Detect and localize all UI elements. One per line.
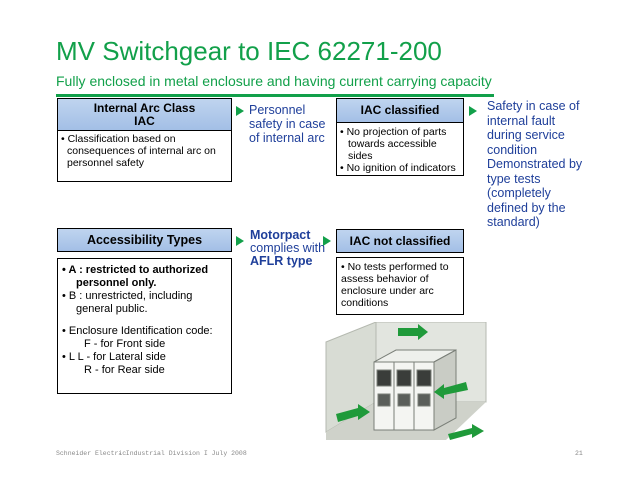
personnel-note-line: of internal arc <box>249 131 325 145</box>
access-a-line: personnel only. <box>76 277 157 289</box>
iac-not-classified-line: assess behavior of <box>341 273 429 285</box>
footer-middle: - Industrial Division I July 2008 <box>118 450 247 457</box>
iac-not-classified-line: conditions <box>341 297 389 309</box>
iac-not-classified-line: • No tests performed to <box>341 261 449 273</box>
personnel-note-line: Personnel <box>249 103 306 117</box>
access-b-line: • B : unrestricted, including <box>62 290 193 302</box>
arrow-right-icon <box>469 106 477 116</box>
motorpact-line: AFLR type <box>250 254 313 268</box>
page-subtitle: Fully enclosed in metal enclosure and ha… <box>56 73 492 89</box>
safety-note-line: during service <box>487 128 565 142</box>
personnel-note: Personnel safety in case of internal arc <box>249 103 325 145</box>
access-b-line: general public. <box>76 303 148 315</box>
safety-note-line: standard) <box>487 215 540 229</box>
iac-bullet: • Classification based on <box>61 133 176 145</box>
page-number: 21 <box>575 450 583 457</box>
enclosure-front-line: F - for Front side <box>84 338 166 350</box>
arrow-right-icon <box>236 236 244 246</box>
arrow-right-icon <box>236 106 244 116</box>
iac-bullet-cont2: personnel safety <box>67 157 145 169</box>
safety-note-line: Demonstrated by <box>487 157 583 171</box>
iac-not-classified-line: enclosure under arc <box>341 285 434 297</box>
iac-classified-bullet-cont: sides <box>348 150 373 162</box>
safety-note-line: (completely <box>487 186 551 200</box>
iac-classified-header: IAC classified <box>337 99 463 123</box>
safety-note: Safety in case of internal fault during … <box>487 99 582 230</box>
iac-panel: Internal Arc Class IAC • Classification … <box>57 98 232 182</box>
iac-bullet-cont: consequences of internal arc on <box>67 145 216 157</box>
safety-note-line: Safety in case of <box>487 99 580 113</box>
enclosure-code-line: • Enclosure Identification code: <box>62 325 213 337</box>
iac-classified-bullet: • No projection of parts <box>340 126 447 138</box>
iac-classified-bullet-cont: towards accessible <box>348 138 437 150</box>
motorpact-line: Motorpact <box>250 228 311 242</box>
access-a-line: • A : restricted to authorized <box>62 264 209 276</box>
iac-not-classified-header: IAC not classified <box>336 229 464 253</box>
footer-left: Schneider Electric <box>56 450 127 457</box>
arrow-right-icon <box>323 236 331 246</box>
enclosure-lateral-line: • L L - for Lateral side <box>62 351 166 363</box>
safety-note-line: internal fault <box>487 113 556 128</box>
safety-note-line: defined by the <box>487 200 566 215</box>
switchgear-illustration <box>325 322 487 440</box>
iac-not-classified-panel: • No tests performed to assess behavior … <box>336 257 464 315</box>
accessibility-panel: • A : restricted to authorized personnel… <box>57 258 232 394</box>
iac-classified-bullet: • No ignition of indicators <box>340 162 456 174</box>
safety-note-line: type tests <box>487 171 541 186</box>
accessibility-header: Accessibility Types <box>57 228 232 252</box>
iac-classified-body: • No projection of parts towards accessi… <box>337 123 463 177</box>
iac-panel-body: • Classification based on consequences o… <box>58 131 231 171</box>
iac-panel-header: Internal Arc Class IAC <box>58 99 231 131</box>
page-title: MV Switchgear to IEC 62271-200 <box>56 36 442 66</box>
personnel-note-line: safety in case <box>249 117 326 131</box>
iac-classified-panel: IAC classified • No projection of parts … <box>336 98 464 176</box>
motorpact-note: Motorpact complies with AFLR type <box>250 229 325 268</box>
motorpact-line: complies with <box>250 241 326 255</box>
safety-note-line: condition <box>487 142 538 157</box>
title-underline <box>56 94 494 97</box>
iac-header-line1: Internal Arc Class <box>93 101 196 115</box>
iac-header-line2: IAC <box>134 114 155 128</box>
enclosure-rear-line: R - for Rear side <box>84 364 165 376</box>
